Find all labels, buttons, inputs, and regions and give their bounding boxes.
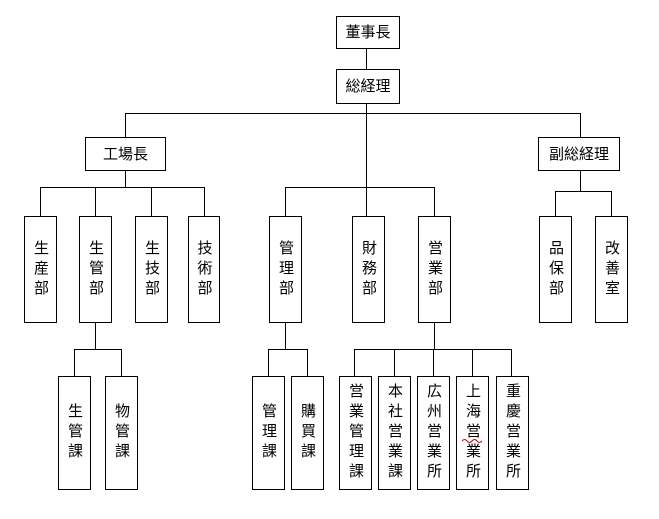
node-chongqing-office: 重慶営業所	[496, 376, 529, 490]
connector	[511, 349, 512, 376]
connector	[354, 349, 355, 376]
connector	[611, 191, 612, 216]
connector	[580, 113, 581, 137]
connector	[285, 187, 286, 216]
connector	[366, 49, 367, 69]
connector	[125, 113, 580, 114]
connector	[307, 349, 308, 376]
connector	[40, 187, 205, 188]
connector	[95, 323, 96, 349]
node-shanghai-office: 上海営業所	[456, 376, 489, 490]
node-vice-president: 副総経理	[538, 137, 620, 171]
node-technology-dept: 技術部	[188, 216, 220, 323]
node-purchasing-section: 購買課	[291, 376, 324, 490]
connector	[580, 171, 581, 191]
connector	[434, 187, 435, 216]
node-finance-dept: 財務部	[352, 216, 385, 323]
node-guangzhou-office: 広州営業所	[417, 376, 450, 490]
node-production-dept: 生産部	[24, 216, 57, 323]
node-quality-dept: 品保部	[539, 216, 572, 323]
spellcheck-underline-icon	[462, 439, 483, 443]
connector	[366, 104, 367, 216]
connector	[40, 187, 41, 216]
connector	[472, 349, 473, 376]
node-production-tech-dept: 生技部	[135, 216, 168, 323]
connector	[268, 349, 308, 350]
node-production-control-dept: 生管部	[79, 216, 112, 323]
connector	[394, 349, 395, 376]
connector	[555, 191, 556, 216]
connector	[151, 187, 152, 216]
connector	[555, 191, 612, 192]
connector	[434, 323, 435, 349]
connector	[95, 187, 96, 216]
node-materials-control-section: 物管課	[105, 376, 138, 490]
node-production-control-section: 生管課	[58, 376, 91, 490]
connector	[204, 187, 205, 216]
connector	[268, 349, 269, 376]
node-sales-dept: 営業部	[418, 216, 451, 323]
node-admin-section: 管理課	[252, 376, 285, 490]
connector	[285, 187, 435, 188]
node-president: 総経理	[336, 69, 400, 104]
node-chairman: 董事長	[336, 16, 400, 49]
node-sales-admin-section: 営業管理課	[339, 376, 372, 490]
connector	[125, 113, 126, 137]
connector	[433, 349, 434, 376]
node-hq-sales-section: 本社営業課	[378, 376, 411, 490]
connector	[121, 349, 122, 376]
node-improvement-office: 改善室	[595, 216, 628, 323]
connector	[74, 349, 122, 350]
node-factory-manager: 工場長	[85, 137, 166, 171]
connector	[125, 171, 126, 188]
connector	[285, 323, 286, 349]
connector	[74, 349, 75, 376]
node-management-dept: 管理部	[269, 216, 302, 323]
